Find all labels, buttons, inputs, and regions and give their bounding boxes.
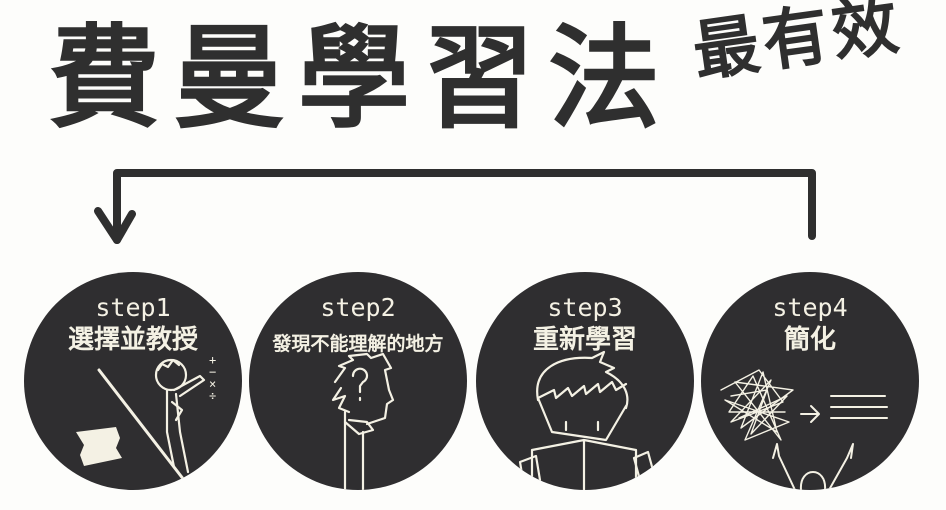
step-3-title: 重新學習 [532, 325, 637, 355]
step-2-title: 發現不能理解的地方 [272, 333, 444, 355]
loop-arrow-icon [94, 169, 816, 244]
step-3-label: step3 [547, 293, 623, 322]
svg-text:+: + [209, 353, 216, 367]
step-3-circle: step3 重新學習 [476, 272, 694, 490]
step-1-label: step1 [95, 293, 171, 322]
step-2-circle: step2 發現不能理解的地方 [249, 272, 467, 490]
step-4-circle: step4 簡化 [701, 272, 919, 490]
step-4-title: 簡化 [783, 325, 836, 355]
step-4-label: step4 [772, 293, 848, 322]
step-1-title: 選擇並教授 [67, 325, 198, 355]
page-title: 費曼學習法 [48, 14, 673, 144]
step-1-circle: step1 選擇並教授 + − × ÷ [24, 272, 242, 490]
simplify-tangle-to-lines-icon [720, 369, 888, 490]
svg-text:÷: ÷ [209, 389, 216, 403]
teacher-at-blackboard-icon: + − × ÷ [76, 353, 216, 482]
person-reading-book-icon [518, 350, 656, 490]
step-2-label: step2 [320, 293, 396, 322]
thinking-person-icon [331, 352, 395, 490]
svg-text:−: − [209, 365, 216, 379]
svg-text:×: × [209, 377, 216, 391]
